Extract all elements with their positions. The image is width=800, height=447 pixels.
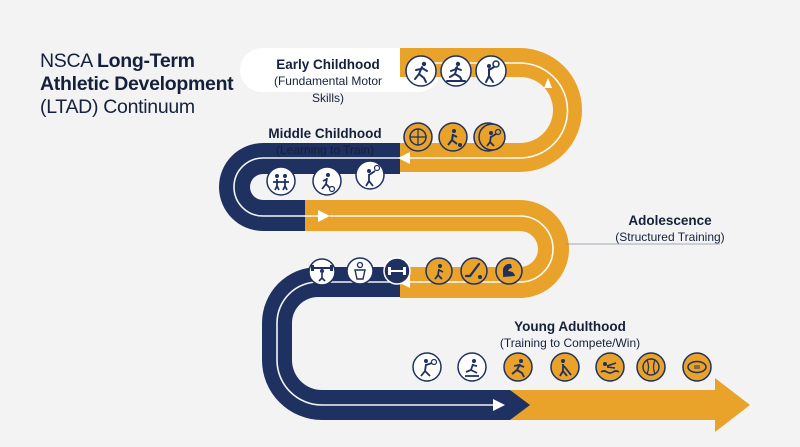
stage-label-early-childhood: Early Childhood (Fundamental Motor Skill… bbox=[258, 56, 398, 107]
icon-group-early bbox=[405, 55, 507, 87]
hockey-icon bbox=[460, 257, 488, 285]
icon-group-middle-gold bbox=[403, 122, 506, 152]
guide-arrow-1 bbox=[544, 78, 552, 88]
stage-name: Young Adulthood bbox=[514, 319, 626, 334]
baseball-icon bbox=[636, 352, 666, 382]
path-band-1 bbox=[400, 48, 582, 172]
ball-throw-icon bbox=[475, 55, 507, 87]
guide-arrow-2 bbox=[398, 152, 410, 164]
guide-line bbox=[233, 62, 569, 406]
stage-label-middle-childhood: Middle Childhood (Learning to Train) bbox=[260, 125, 390, 159]
stage-name: Middle Childhood bbox=[268, 126, 382, 141]
guide-arrow-3 bbox=[318, 210, 330, 222]
title-prefix: NSCA bbox=[40, 50, 98, 72]
soccer-dribble-icon bbox=[312, 166, 342, 196]
kettlebell-icon bbox=[425, 257, 453, 285]
sprinting-icon bbox=[440, 55, 472, 87]
stage-subtitle: (Learning to Train) bbox=[275, 143, 375, 157]
stage-name: Adolescence bbox=[628, 213, 712, 228]
rugby-ball-icon bbox=[682, 352, 712, 382]
path-band-5 bbox=[510, 378, 750, 432]
stage-label-young-adulthood: Young Adulthood (Training to Compete/Win… bbox=[490, 318, 650, 352]
swimmer-icon bbox=[595, 352, 625, 382]
sprinter-icon bbox=[503, 352, 533, 382]
arrow-head-2 bbox=[510, 390, 530, 420]
stage-subtitle: (Training to Compete/Win) bbox=[499, 336, 641, 350]
early-childhood-pill bbox=[240, 48, 440, 92]
diagram-title: NSCA Long-Term Athletic Development (LTA… bbox=[40, 50, 234, 119]
stage-label-adolescence: Adolescence (Structured Training) bbox=[610, 212, 730, 246]
volleyball-icon bbox=[355, 160, 385, 190]
icon-group-young-adult bbox=[412, 352, 712, 382]
lifter-icon bbox=[346, 257, 374, 285]
title-bold-1: Long-Term bbox=[97, 50, 195, 72]
basketball-icon bbox=[403, 122, 433, 152]
icon-group-adolescence bbox=[308, 257, 523, 286]
hurdle-runner-icon bbox=[457, 352, 487, 382]
tennis-player-icon bbox=[412, 352, 442, 382]
tennis-icon bbox=[478, 123, 506, 151]
guide-arrow-5 bbox=[493, 399, 505, 411]
group-play-icon bbox=[266, 166, 296, 196]
icon-group-middle-navy bbox=[266, 160, 385, 196]
flexed-arm-icon bbox=[495, 257, 523, 285]
weightlifting-icon bbox=[308, 258, 336, 286]
title-bold-2: Athletic Development bbox=[40, 73, 234, 95]
dumbbell-icon bbox=[383, 257, 411, 285]
hockey-player-icon bbox=[550, 352, 580, 382]
soccer-kick-icon bbox=[438, 122, 468, 152]
stage-subtitle: (Fundamental Motor Skills) bbox=[273, 74, 383, 105]
running-icon bbox=[405, 55, 437, 87]
stage-name: Early Childhood bbox=[276, 57, 380, 72]
stage-subtitle: (Structured Training) bbox=[615, 230, 725, 244]
title-line-3: (LTAD) Continuum bbox=[40, 96, 195, 118]
path-band-2 bbox=[219, 143, 400, 231]
